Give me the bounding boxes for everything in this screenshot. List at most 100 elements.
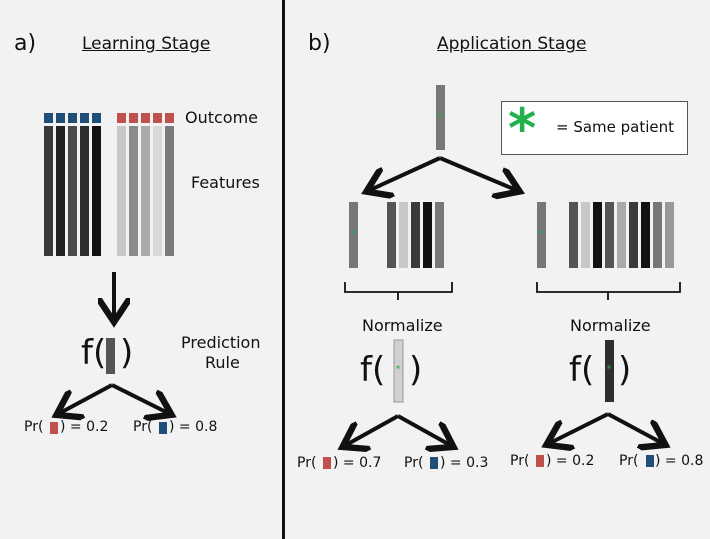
outcome-red-marker xyxy=(129,113,138,123)
normalize-label-right: Normalize xyxy=(570,316,651,335)
pr-right2-prefix: Pr( xyxy=(619,453,639,469)
pr-left1-prefix: Pr( xyxy=(297,455,317,471)
pr-left-prefix: Pr( xyxy=(24,419,44,435)
patient-bar xyxy=(349,202,358,268)
split-arrow-left xyxy=(60,383,113,413)
pr-right-prefix: Pr( xyxy=(133,419,153,435)
feature-bar xyxy=(129,126,138,256)
app-split-arrow-left xyxy=(370,156,441,190)
blue-outcome-chip xyxy=(430,457,438,469)
outcome-red-marker xyxy=(141,113,150,123)
left-bracket xyxy=(344,282,453,300)
training-feature-bars-light xyxy=(117,126,174,256)
cohort-bar xyxy=(605,202,614,268)
new-patient-bar xyxy=(436,85,445,150)
cohort-bar xyxy=(665,202,674,268)
patient-star-marker: * xyxy=(396,364,401,375)
legend-text: = Same patient xyxy=(556,118,675,136)
cohort-bar xyxy=(569,202,578,268)
patient-star-marker: * xyxy=(439,112,444,123)
red-outcome-chip xyxy=(50,422,58,434)
rule-label: Rule xyxy=(205,353,240,372)
function-open: f( xyxy=(81,333,107,373)
right-bracket xyxy=(536,282,681,300)
red-outcome-chip xyxy=(323,457,331,469)
cohort-bar xyxy=(593,202,602,268)
feature-bar xyxy=(153,126,162,256)
cohort-bar xyxy=(641,202,650,268)
function-open-left: f( xyxy=(360,350,386,390)
outcome-red-marker xyxy=(117,113,126,123)
outcome-blue-marker xyxy=(80,113,89,123)
blue-outcome-chip xyxy=(646,455,654,467)
patient-star-marker: * xyxy=(539,229,544,240)
learning-stage-title: Learning Stage xyxy=(82,34,211,54)
feature-bar xyxy=(44,126,53,256)
feature-bar xyxy=(80,126,89,256)
pr-right-value: ) = 0.8 xyxy=(169,419,218,435)
split-arrow-right xyxy=(111,383,168,413)
cohort-bar xyxy=(581,202,590,268)
application-stage-title: Application Stage xyxy=(437,34,587,54)
left-split-arrow-left xyxy=(346,414,399,445)
legend-box: * = Same patient xyxy=(501,97,688,160)
pr-left-value: ) = 0.2 xyxy=(60,419,109,435)
cohort-bar xyxy=(653,202,662,268)
normalized-bar-right xyxy=(605,340,614,402)
cohort-bar xyxy=(399,202,408,268)
outcome-blue-marker xyxy=(44,113,53,123)
red-outcome-chip xyxy=(536,455,544,467)
outcome-red-marker xyxy=(165,113,174,123)
cohort-bar xyxy=(435,202,444,268)
training-outcome-blue-group xyxy=(44,113,101,123)
cohort-bar xyxy=(629,202,638,268)
training-feature-bars-dark xyxy=(44,126,101,256)
panel-b-letter: b) xyxy=(308,31,331,56)
outcome-label: Outcome xyxy=(185,108,259,127)
right-split-arrow-right xyxy=(607,412,662,443)
feature-bar xyxy=(141,126,150,256)
feature-bar xyxy=(117,126,126,256)
outcome-red-marker xyxy=(153,113,162,123)
normalize-label-left: Normalize xyxy=(362,316,443,335)
blue-outcome-chip xyxy=(159,422,167,434)
outcome-blue-marker xyxy=(56,113,65,123)
right-cohort-bars: * xyxy=(537,202,674,268)
green-star-icon: * xyxy=(508,97,537,160)
panel-a-letter: a) xyxy=(14,31,37,56)
pr-right1-prefix: Pr( xyxy=(510,453,530,469)
feature-bar xyxy=(165,126,174,256)
features-label: Features xyxy=(191,173,260,192)
outcome-blue-marker xyxy=(68,113,77,123)
feature-bar xyxy=(92,126,101,256)
left-split-arrow-right xyxy=(397,414,450,445)
feature-bar xyxy=(68,126,77,256)
cohort-bar xyxy=(387,202,396,268)
app-split-arrow-right xyxy=(439,156,516,190)
cohort-bar xyxy=(411,202,420,268)
patient-bar xyxy=(537,202,546,268)
pr-left2-value: ) = 0.3 xyxy=(440,455,489,471)
patient-star-marker: * xyxy=(607,364,612,375)
prediction-label: Prediction xyxy=(181,333,261,352)
outcome-blue-marker xyxy=(92,113,101,123)
training-outcome-red-group xyxy=(117,113,174,123)
function-close-left: ) xyxy=(409,350,423,390)
patient-star-marker: * xyxy=(351,229,356,240)
normalized-bar-left xyxy=(393,339,404,403)
cohort-bar xyxy=(617,202,626,268)
pr-right1-value: ) = 0.2 xyxy=(546,453,595,469)
function-open-right: f( xyxy=(569,350,595,390)
right-split-arrow-left xyxy=(550,412,609,443)
feature-bar xyxy=(56,126,65,256)
cohort-bar xyxy=(423,202,432,268)
learning-stage-panel xyxy=(0,0,283,539)
pr-left1-value: ) = 0.7 xyxy=(333,455,382,471)
pr-right2-value: ) = 0.8 xyxy=(655,453,704,469)
panel-divider xyxy=(282,0,285,539)
function-close-right: ) xyxy=(618,350,632,390)
prediction-rule-bar xyxy=(106,338,115,374)
pr-left2-prefix: Pr( xyxy=(404,455,424,471)
